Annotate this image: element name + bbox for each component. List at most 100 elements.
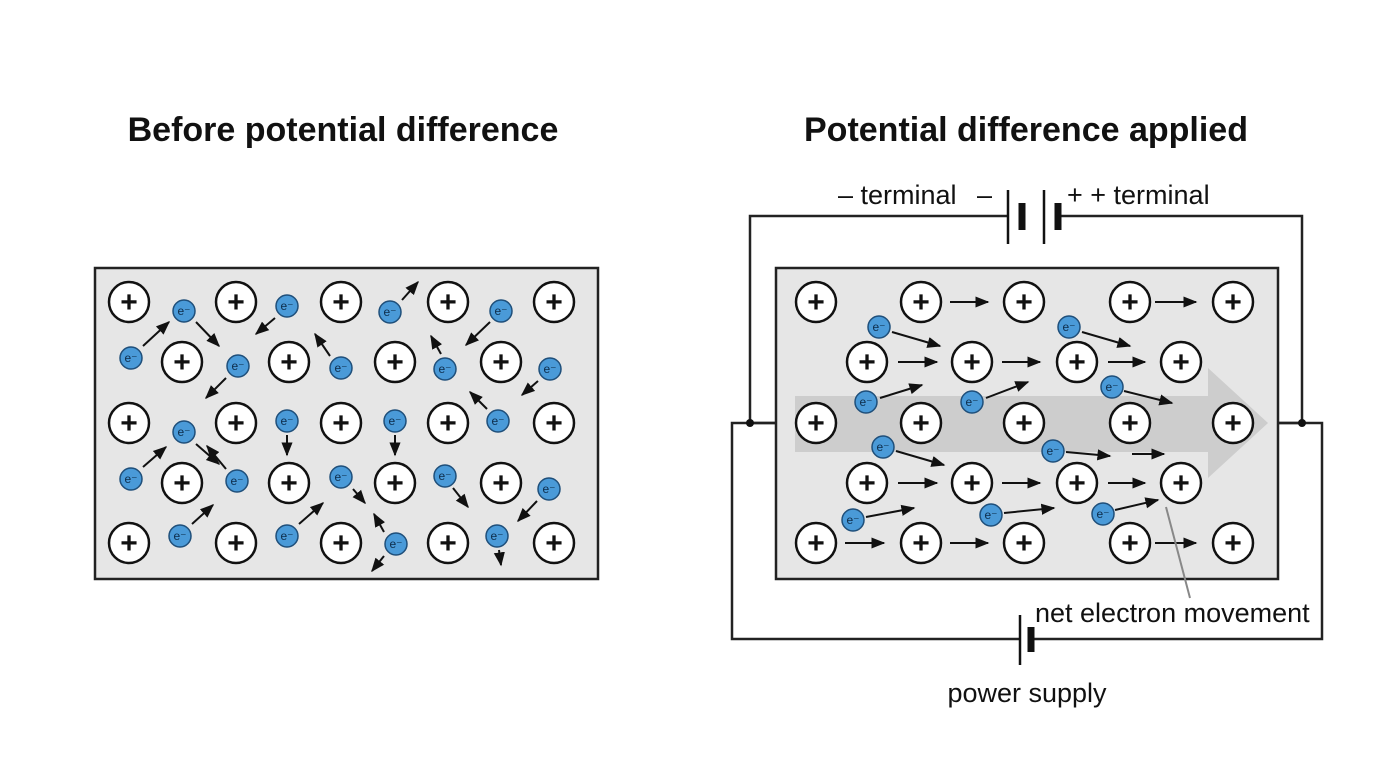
electron-label: e⁻ <box>230 474 243 488</box>
right-drift-arrow <box>1081 331 1132 348</box>
left-electron: e⁻ <box>275 524 299 548</box>
ion-circle <box>1108 280 1152 324</box>
ion-circle <box>1055 461 1099 505</box>
left-velocity-arrow <box>517 500 538 523</box>
electron-circle <box>979 503 1003 527</box>
left-ion: + <box>160 340 204 384</box>
right-electron: e⁻ <box>1057 315 1081 339</box>
left-velocity-arrow <box>430 334 443 355</box>
ion-circle <box>1211 521 1255 565</box>
electron-circle <box>854 390 878 414</box>
ion-plus-sign: + <box>858 467 876 500</box>
left-ion: + <box>426 401 470 445</box>
electron-circle <box>172 299 196 323</box>
electron-circle <box>378 300 402 324</box>
left-electron: e⁻ <box>485 524 509 548</box>
negative-terminal-label: – terminal <box>838 180 957 210</box>
ion-circle <box>426 521 470 565</box>
left-velocity-arrow <box>142 446 168 468</box>
left-electron: e⁻ <box>537 477 561 501</box>
left-ion: + <box>214 521 258 565</box>
right-electron: e⁻ <box>871 435 895 459</box>
electron-label: e⁻ <box>280 299 293 313</box>
left-panel-title: Before potential difference <box>128 111 559 149</box>
power-supply-symbol <box>1018 615 1035 665</box>
left-electron: e⁻ <box>433 464 457 488</box>
ion-plus-sign: + <box>439 286 457 319</box>
right-ion: + <box>950 461 994 505</box>
right-ion: + <box>1002 401 1046 445</box>
right-electron: e⁻ <box>867 315 891 339</box>
ion-plus-sign: + <box>1224 407 1242 440</box>
electron-label: e⁻ <box>490 529 503 543</box>
right-electron: e⁻ <box>960 390 984 414</box>
ion-plus-sign: + <box>439 527 457 560</box>
ion-plus-sign: + <box>120 527 138 560</box>
right-drift-arrow <box>1003 503 1056 515</box>
ion-plus-sign: + <box>1121 286 1139 319</box>
ion-circle <box>214 280 258 324</box>
left-electron: e⁻ <box>538 357 562 381</box>
ion-plus-sign: + <box>280 346 298 379</box>
right-ion: + <box>1211 280 1255 324</box>
electron-label: e⁻ <box>124 472 137 486</box>
electron-circle <box>225 469 249 493</box>
right-electron: e⁻ <box>841 508 865 532</box>
electron-circle <box>1091 502 1115 526</box>
left-junction-dot <box>746 419 754 427</box>
right-ion: + <box>1055 340 1099 384</box>
electron-circle <box>1057 315 1081 339</box>
ion-circle <box>532 280 576 324</box>
left-velocity-arrow <box>469 391 488 410</box>
ion-plus-sign: + <box>912 286 930 319</box>
ion-circle <box>845 340 889 384</box>
ion-circle <box>794 401 838 445</box>
right-drifting-electrons: e⁻e⁻e⁻e⁻e⁻e⁻e⁻e⁻e⁻e⁻ <box>841 315 1124 532</box>
left-electron: e⁻ <box>433 357 457 381</box>
ion-plus-sign: + <box>807 527 825 560</box>
ion-plus-sign: + <box>173 346 191 379</box>
left-ion: + <box>532 521 576 565</box>
left-electron: e⁻ <box>226 354 250 378</box>
right-electron: e⁻ <box>1041 439 1065 463</box>
ion-circle <box>950 340 994 384</box>
ion-circle <box>319 401 363 445</box>
ion-circle <box>1055 340 1099 384</box>
positive-terminal-label: + + terminal <box>1067 180 1210 210</box>
right-ion: + <box>1159 461 1203 505</box>
ion-circle <box>107 401 151 445</box>
electron-label: e⁻ <box>1105 380 1118 394</box>
ion-circle <box>267 340 311 384</box>
ion-circle <box>1002 521 1046 565</box>
ion-plus-sign: + <box>120 286 138 319</box>
electron-label: e⁻ <box>383 305 396 319</box>
ion-circle <box>426 280 470 324</box>
electron-circle <box>871 435 895 459</box>
ion-plus-sign: + <box>1068 467 1086 500</box>
electron-circle <box>486 409 510 433</box>
electron-circle <box>275 524 299 548</box>
electron-circle <box>433 357 457 381</box>
electron-circle <box>384 532 408 556</box>
left-velocity-arrow <box>373 512 386 533</box>
left-velocity-arrow <box>205 377 227 399</box>
left-electron: e⁻ <box>225 469 249 493</box>
electron-circle <box>867 315 891 339</box>
left-ion: + <box>373 461 417 505</box>
ion-circle <box>845 461 889 505</box>
ion-circle <box>1159 340 1203 384</box>
electron-circle <box>1100 375 1124 399</box>
ion-plus-sign: + <box>227 407 245 440</box>
electron-circle <box>172 420 196 444</box>
left-electron: e⁻ <box>486 409 510 433</box>
ion-plus-sign: + <box>1015 527 1033 560</box>
electron-circle <box>841 508 865 532</box>
ion-circle <box>1002 401 1046 445</box>
left-electron: e⁻ <box>384 532 408 556</box>
right-drift-arrow <box>1114 497 1160 511</box>
ion-plus-sign: + <box>227 527 245 560</box>
electron-circle <box>433 464 457 488</box>
left-velocity-arrow <box>464 321 491 346</box>
left-velocity-arrow <box>298 502 325 525</box>
ion-circle <box>899 401 943 445</box>
